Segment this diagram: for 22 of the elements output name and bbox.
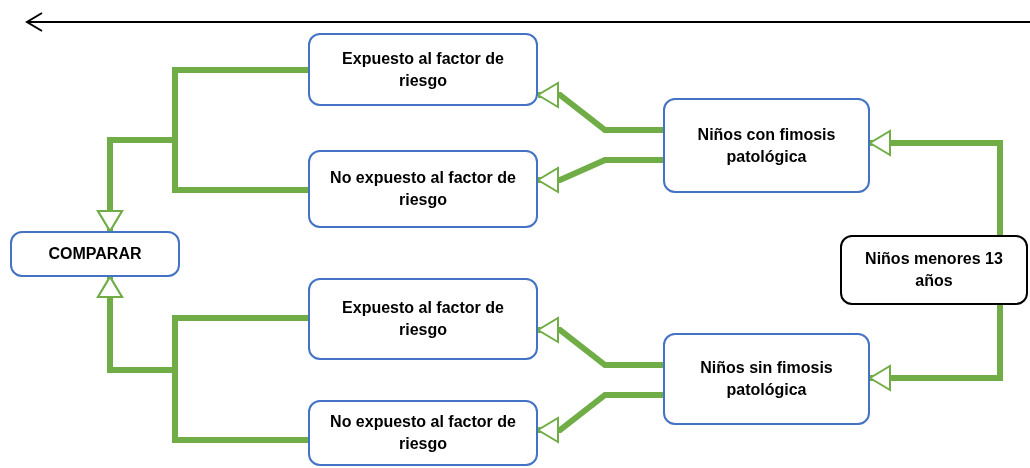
process-box (663, 98, 870, 193)
box-label: Niños sin fimosis patológica (699, 358, 834, 400)
process-box (308, 33, 538, 106)
process-box (10, 231, 180, 277)
process-box (663, 333, 870, 425)
box-label: Expuesto al factor de riesgo (341, 298, 505, 340)
process-box (840, 235, 1028, 305)
process-box (308, 278, 538, 360)
process-box (308, 150, 538, 228)
block-arrow (537, 392, 663, 443)
box-label: Niños menores 13 años (864, 249, 1004, 291)
box-label: Niños con fimosis patológica (696, 124, 837, 167)
box-label: Expuesto al factor de riesgo (341, 48, 505, 91)
block-arrow (869, 305, 1003, 391)
process-box (308, 400, 538, 466)
block-arrow (537, 82, 663, 133)
block-arrow (869, 130, 1003, 235)
box-label: COMPARAR (48, 244, 142, 264)
box-label: No expuesto al factor de riesgo (329, 412, 517, 454)
block-arrow (537, 317, 663, 368)
box-label: No expuesto al factor de riesgo (329, 168, 517, 210)
block-arrow (537, 157, 663, 193)
